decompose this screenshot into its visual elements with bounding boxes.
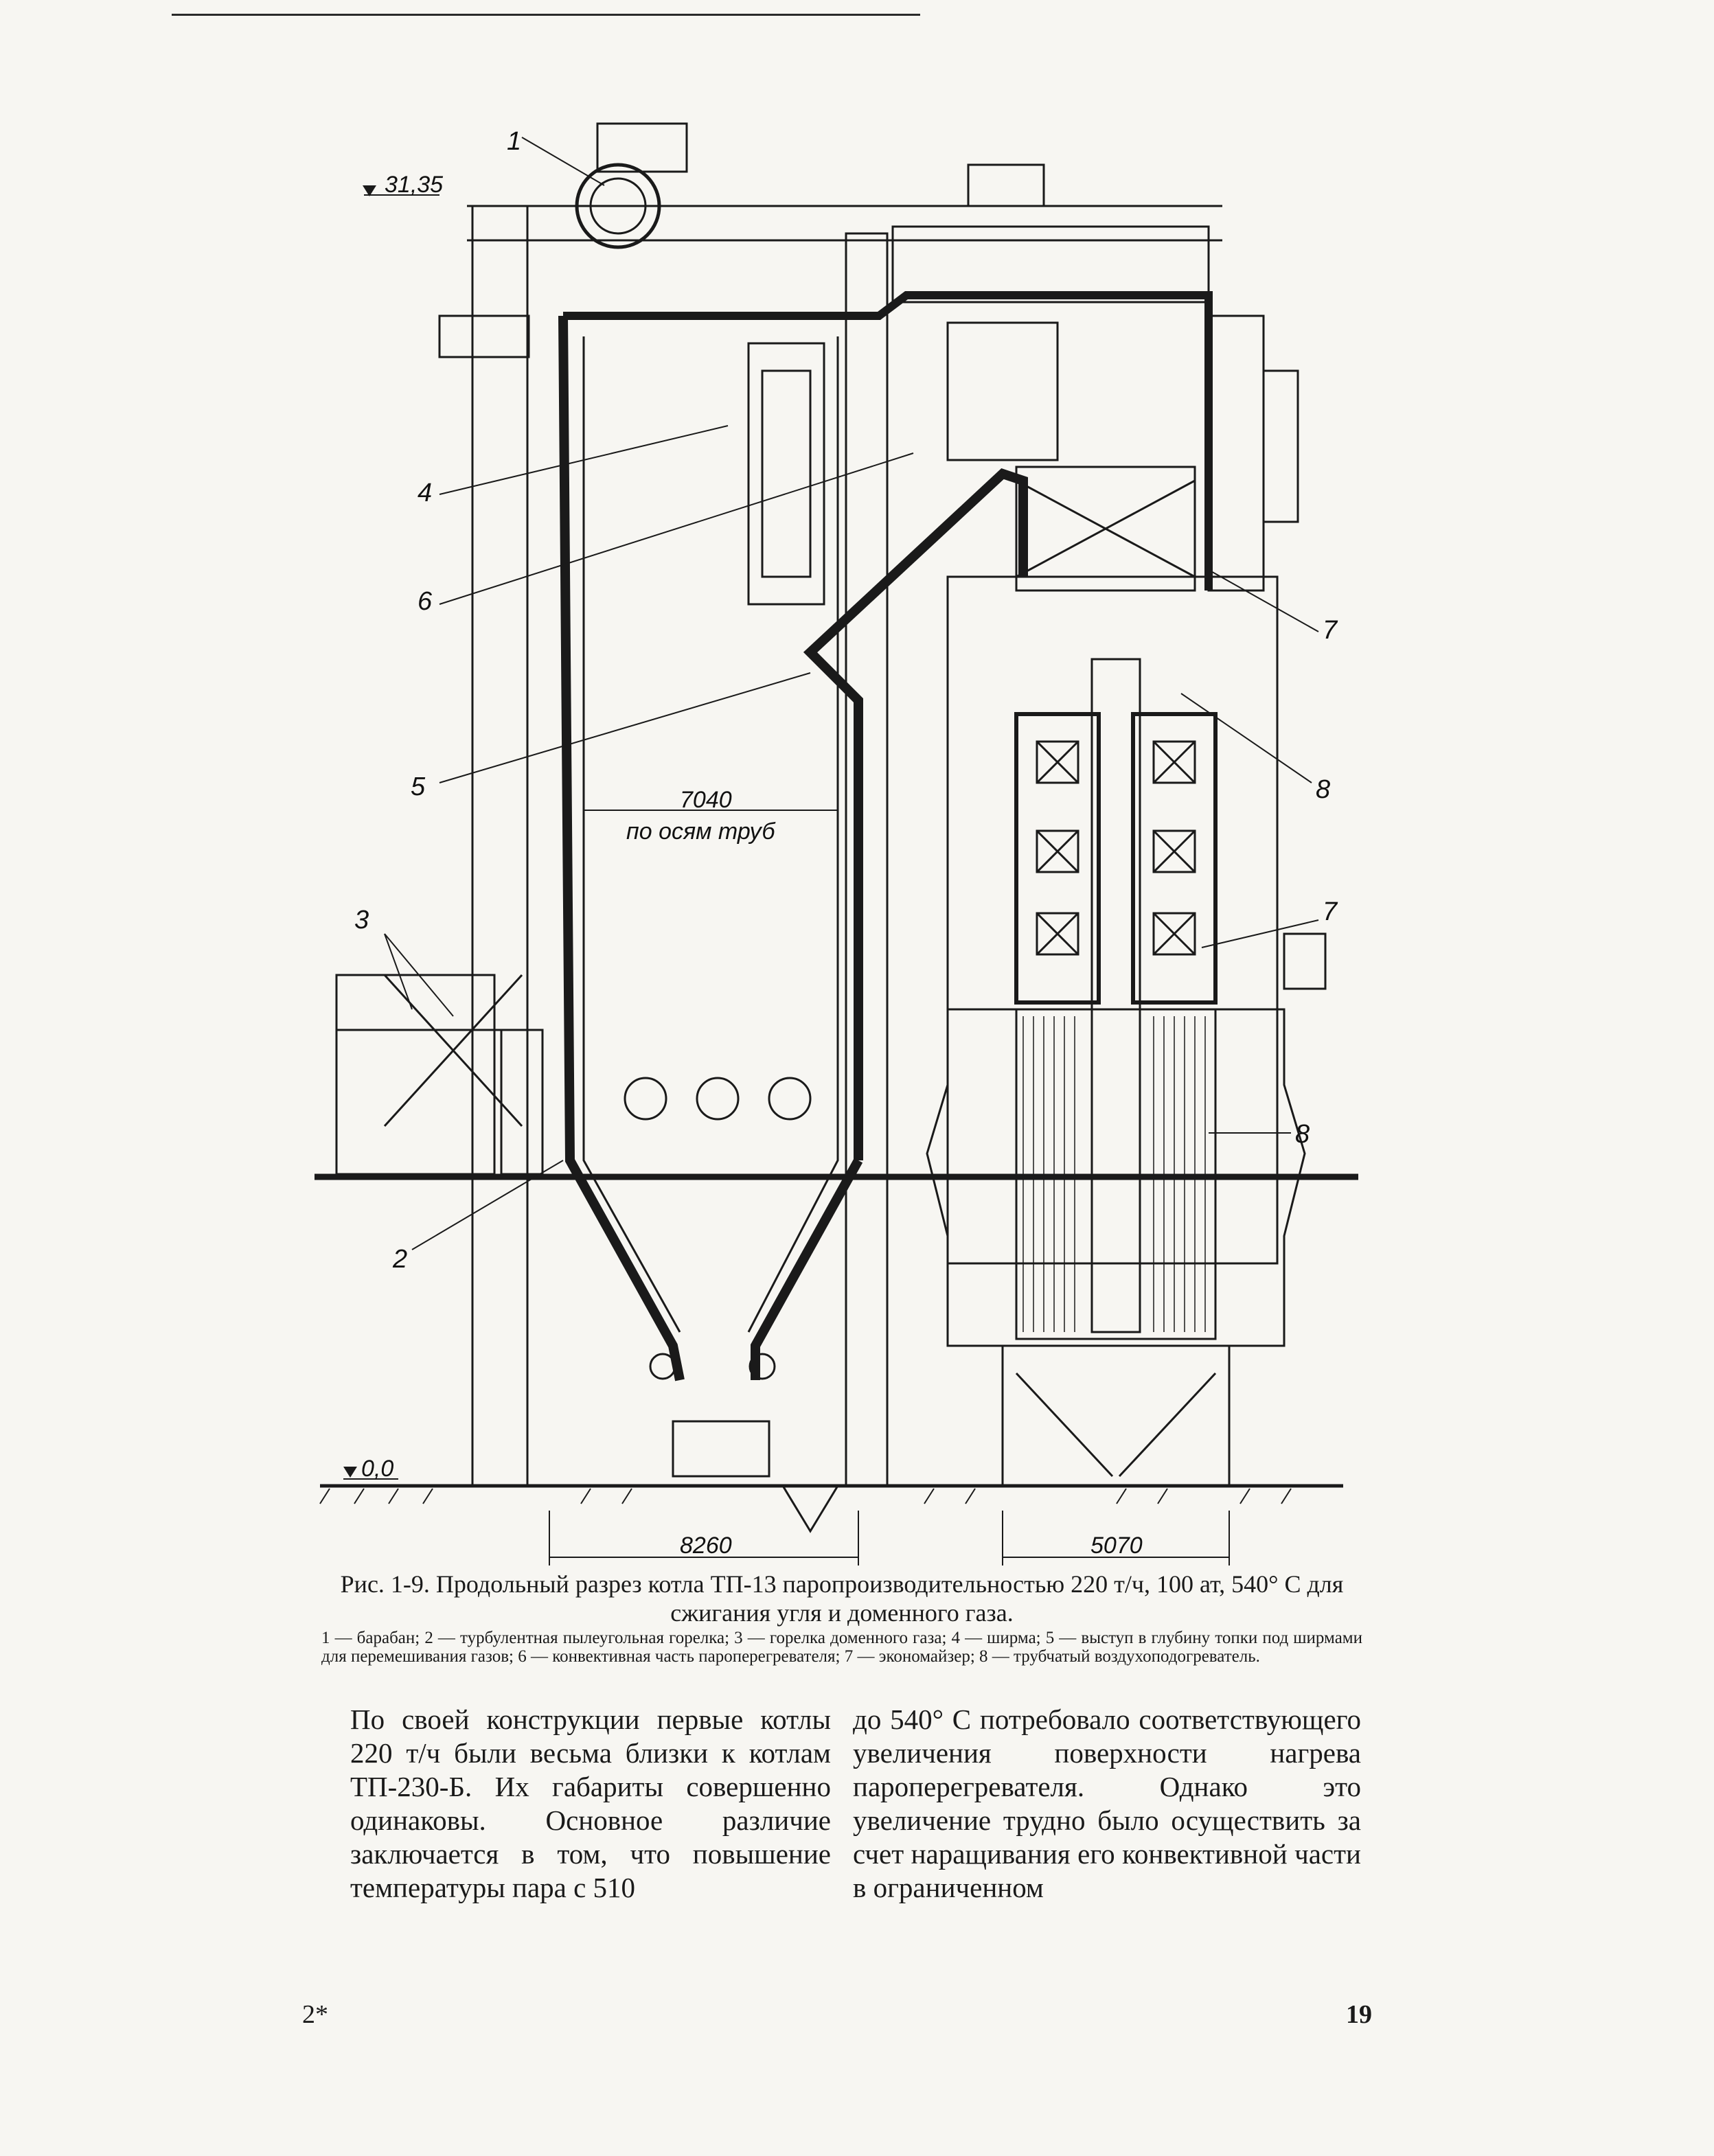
top-rule (172, 14, 920, 16)
boiler-section-drawing: 1 2 3 4 5 6 7 7 8 8 31,35 0,0 7040 по ос… (315, 122, 1358, 1566)
figure-label-8-top: 8 (1316, 775, 1330, 804)
dim-base-right: 5070 (1090, 1533, 1143, 1559)
signature-mark: 2* (302, 2000, 328, 2029)
figure-label-5: 5 (411, 772, 426, 801)
body-text-left: По своей конструкции первые котлы 220 т/… (350, 1704, 831, 1903)
dim-base-left: 8260 (680, 1533, 732, 1559)
figure-label-7-top: 7 (1323, 616, 1338, 645)
figure-label-7-bottom: 7 (1323, 897, 1338, 926)
figure-label-8-bottom: 8 (1295, 1120, 1310, 1149)
body-column-left: По своей конструкции первые котлы 220 т/… (350, 1703, 831, 1905)
page-number: 19 (1346, 2000, 1372, 2029)
figure-label-2: 2 (392, 1245, 407, 1274)
figure-label-6: 6 (418, 587, 433, 616)
figure-label-4: 4 (418, 479, 432, 507)
body-text-right: до 540° С потребовало соответствующего у… (853, 1704, 1361, 1903)
figure-legend: 1 — барабан; 2 — турбулентная пылеугольн… (321, 1629, 1362, 1666)
figure-caption: Рис. 1-9. Продольный разрез котла ТП-13 … (321, 1570, 1362, 1627)
figure-label-3: 3 (354, 906, 369, 934)
caption-title: Рис. 1-9. Продольный разрез котла ТП-13 … (340, 1570, 1344, 1627)
dim-furnace-width: 7040 (680, 787, 732, 813)
body-column-right: до 540° С потребовало соответствующего у… (853, 1703, 1361, 1905)
dim-furnace-note: по осям труб (626, 818, 776, 845)
elevation-ground: 0,0 (361, 1456, 393, 1482)
elevation-top: 31,35 (385, 172, 443, 198)
figure-label-1: 1 (507, 127, 521, 156)
